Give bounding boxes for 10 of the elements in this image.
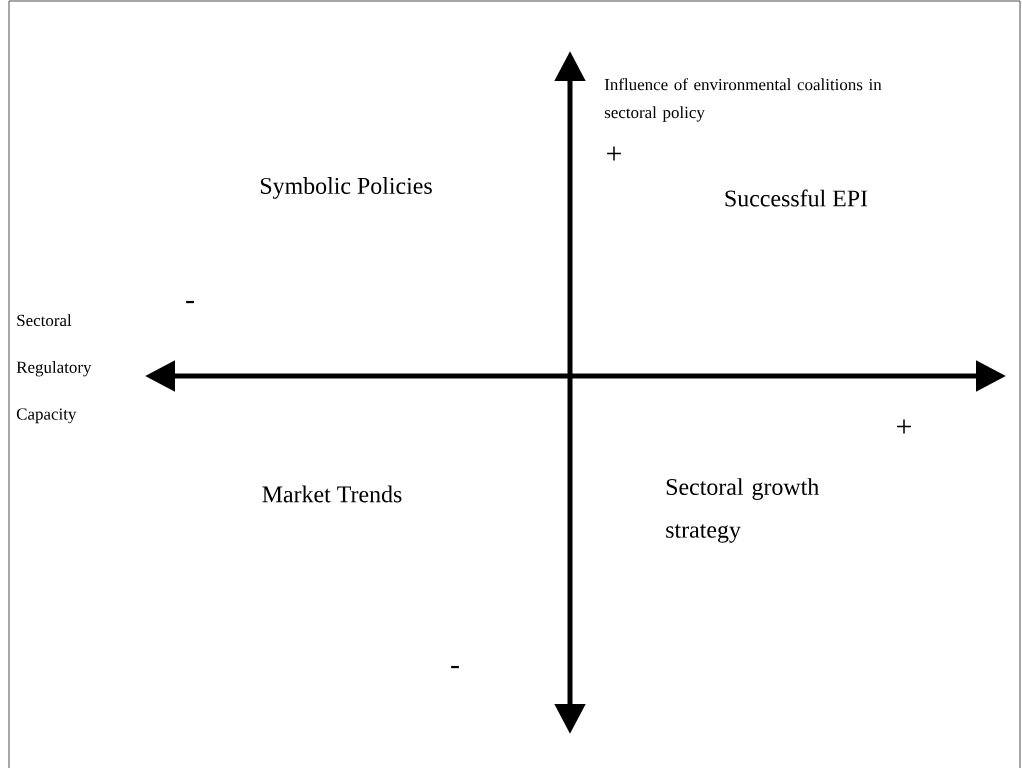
quadrant-label: Market Trends (262, 485, 402, 503)
quadrant-label: Symbolic Policies (260, 177, 432, 199)
plus-sign: + (897, 419, 911, 434)
plus-sign: + (607, 146, 621, 161)
axis-label: Influence of environmental coalitions in sectoral policy (604, 78, 882, 122)
quadrant-label: Successful EPI (725, 189, 868, 207)
axis-label: Sectoral Regulatory Capacity (16, 314, 92, 424)
minus-sign: - (186, 300, 194, 304)
minus-sign: - (451, 665, 459, 669)
quadrant-label: Sectoral growth strategy (666, 478, 819, 543)
